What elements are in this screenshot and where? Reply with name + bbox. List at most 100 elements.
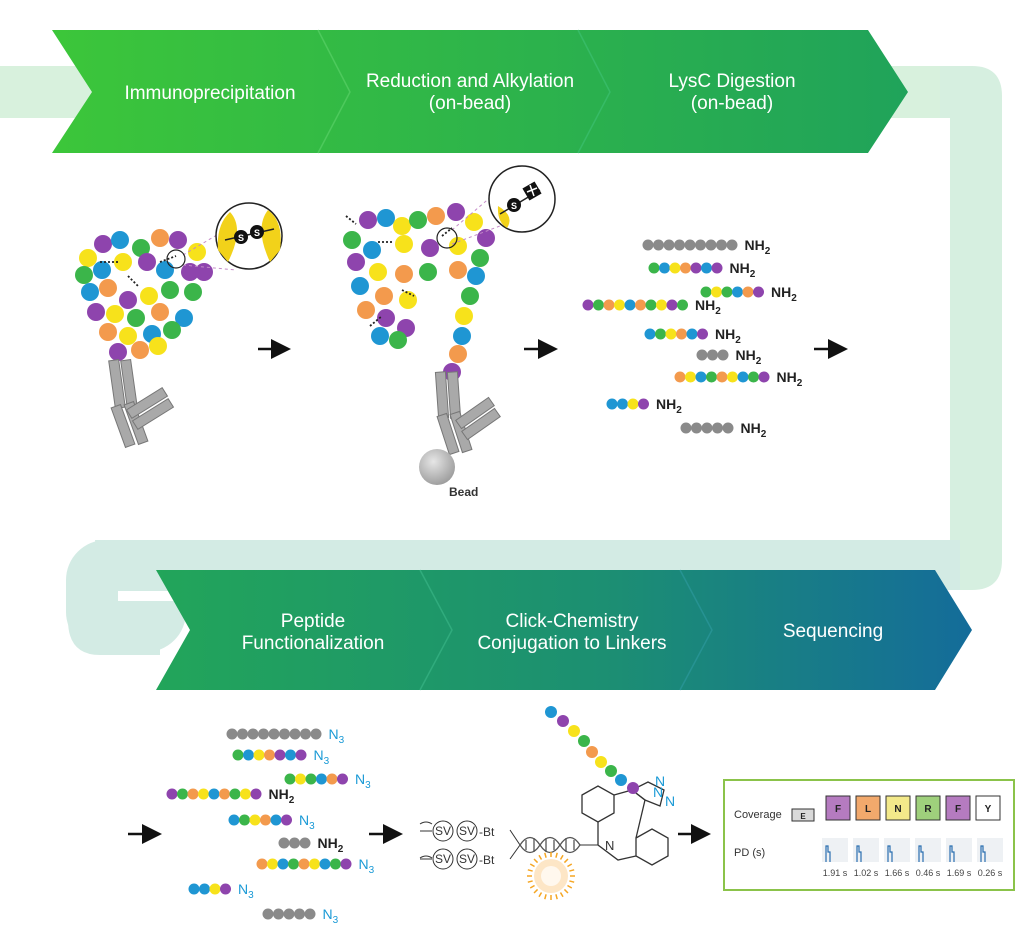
residue (326, 773, 338, 785)
amino-acid-17 (140, 287, 158, 305)
peptide-7: NH2 (606, 396, 682, 416)
residue (316, 773, 327, 785)
pd-value-0: 1.91 s (823, 868, 848, 878)
amino-acid-2 (132, 239, 150, 257)
svg-text:S: S (511, 201, 517, 211)
step-conjugation-linkers: Conjugation to Linkers (477, 633, 666, 654)
residue (712, 422, 723, 434)
svg-text:N: N (894, 804, 901, 815)
residue (706, 371, 717, 383)
amino-acid-23 (151, 303, 169, 321)
amino-acid-17 (419, 263, 437, 281)
func-peptide-0: N3 (226, 726, 345, 746)
residue (680, 262, 691, 274)
residue (659, 262, 670, 274)
amino-acid-6 (465, 213, 483, 231)
peptide-5: NH2 (696, 347, 762, 367)
residue (669, 262, 681, 274)
peptide-8: NH2 (680, 420, 767, 440)
func-peptide-5: NH2 (278, 835, 344, 855)
residue (298, 858, 310, 870)
azide-label: N3 (329, 726, 345, 746)
func-peptide-2: N3 (284, 771, 371, 791)
residue (300, 728, 311, 740)
residue (232, 749, 244, 761)
svg-text:L: L (865, 804, 871, 815)
stem-residue-6 (605, 765, 617, 777)
residue (635, 299, 646, 311)
residue (270, 814, 282, 826)
peptide-1: NH2 (648, 260, 756, 280)
residue (648, 262, 660, 274)
residue (697, 328, 708, 340)
amino-acid-19 (184, 283, 202, 301)
residue (707, 349, 718, 361)
amino-acid-15 (99, 279, 117, 297)
stem-residue-4 (586, 746, 598, 758)
flow-band (0, 66, 1002, 655)
residue (705, 239, 717, 251)
residue (226, 728, 238, 740)
top-banner: Immunoprecipitation Reduction and Alkyla… (52, 29, 908, 154)
residue (279, 728, 290, 740)
amino-acid-31 (449, 345, 467, 363)
svg-text:N: N (665, 793, 675, 809)
antibody-2 (434, 371, 501, 456)
amino-acid-21 (106, 305, 124, 323)
disulfide-bond-2 (159, 255, 177, 263)
folded-protein-1 (75, 229, 213, 361)
coverage-box-5: F (945, 795, 971, 821)
residue (294, 908, 305, 920)
stem-residue-5 (595, 756, 607, 768)
amino-acid-31 (149, 337, 167, 355)
residue (243, 749, 254, 761)
alkylated-callout-2: S (436, 165, 556, 249)
residue (676, 328, 687, 340)
residue (253, 749, 265, 761)
func-peptide-7: N3 (188, 881, 254, 901)
func-peptide-8: N3 (262, 906, 339, 926)
residue (680, 422, 692, 434)
stem-residue-2 (568, 725, 580, 737)
nh2-label: NH2 (777, 369, 803, 389)
pd-trace-1: 1.02 s (853, 838, 879, 878)
amino-acid-13 (195, 263, 213, 281)
amino-acid-19 (351, 277, 369, 295)
residue (198, 788, 209, 800)
nh2-label: NH2 (318, 835, 344, 855)
nh2-label: NH2 (745, 237, 771, 257)
residue (624, 299, 636, 311)
pd-trace-0: 1.91 s (822, 838, 848, 878)
nh2-label: NH2 (269, 786, 295, 806)
residue (240, 788, 251, 800)
pd-trace-3: 0.46 s (915, 838, 941, 878)
bead (419, 449, 455, 485)
stem-residue-1 (557, 715, 569, 727)
amino-acid-22 (467, 267, 485, 285)
residue (753, 286, 764, 298)
svg-text:F: F (955, 804, 961, 815)
residue (177, 788, 188, 800)
step-peptide: Peptide (281, 611, 345, 632)
svg-text:-Bt: -Bt (479, 825, 495, 839)
residue (674, 371, 686, 383)
step-click-chemistry: Click-Chemistry (506, 611, 640, 632)
pd-trace-2: 1.66 s (884, 838, 910, 878)
amino-acid-29 (455, 307, 473, 325)
residue (727, 371, 738, 383)
residue (309, 858, 320, 870)
step-reduction-onbead: (on-bead) (429, 93, 511, 114)
residue (677, 299, 688, 311)
amino-acid-8 (343, 231, 361, 249)
func-peptide-3: NH2 (166, 786, 295, 806)
svg-text:N: N (655, 773, 665, 789)
residue (663, 239, 675, 251)
residue (717, 349, 729, 361)
amino-acid-11 (421, 239, 439, 257)
residue (701, 262, 712, 274)
residue (582, 299, 594, 311)
svg-text:S: S (254, 228, 260, 238)
residue (695, 239, 706, 251)
residue (288, 858, 299, 870)
